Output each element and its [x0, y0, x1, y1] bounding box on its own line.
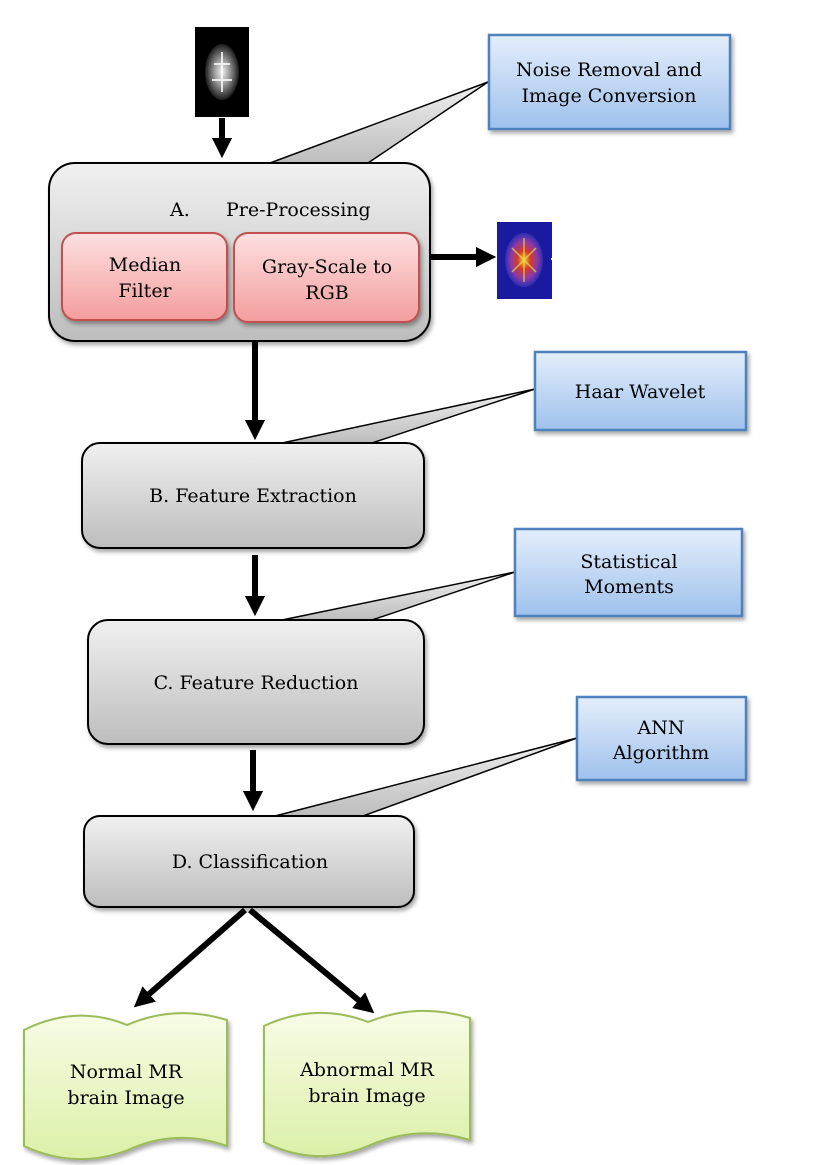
normal-line2: brain Image [67, 1087, 184, 1109]
abnormal-line2: brain Image [308, 1085, 425, 1107]
gray-line2: RGB [305, 282, 348, 304]
normal-line1: Normal MR [70, 1061, 183, 1083]
stage-feature-reduction: C. Feature Reduction [87, 619, 425, 745]
input-brain-image [192, 27, 249, 117]
callout-haar-wavelet: Haar Wavelet [533, 350, 748, 432]
stage-feature-extraction: B. Feature Extraction [81, 442, 425, 549]
callout-noise-removal: Noise Removal and Image Conversion [487, 33, 732, 131]
arrow-to-abnormal [248, 907, 375, 1014]
stage-classification: D. Classification [83, 815, 415, 908]
flow-arrows [133, 118, 497, 1014]
classification-label: D. Classification [172, 851, 328, 873]
median-line2: Filter [118, 280, 172, 302]
ann-line1: ANN [637, 717, 685, 739]
preprocessing-letter: A. [169, 199, 190, 221]
median-line1: Median [109, 254, 182, 276]
median-filter-box: Median Filter [61, 232, 228, 321]
noise-line2: Image Conversion [521, 85, 696, 107]
haar-line1: Haar Wavelet [575, 381, 706, 403]
gray-line1: Gray-Scale to [262, 256, 392, 278]
callout-ann-algorithm: ANN Algorithm [575, 695, 748, 782]
grayscale-to-rgb-box: Gray-Scale to RGB [233, 232, 420, 323]
output-abnormal-doc: Abnormal MR brain Image [263, 1009, 471, 1158]
tail-haar [281, 388, 536, 444]
stat-line2: Moments [584, 576, 674, 598]
ann-line2: Algorithm [612, 742, 709, 764]
feature-reduction-label: C. Feature Reduction [154, 672, 359, 694]
abnormal-line1: Abnormal MR [299, 1059, 435, 1081]
feature-extraction-label: B. Feature Extraction [149, 485, 357, 507]
tail-ann [274, 737, 578, 817]
arrow-to-normal [133, 907, 247, 1008]
tail-noise [269, 81, 489, 164]
output-normal-doc: Normal MR brain Image [23, 1012, 228, 1161]
callout-statistical-moments: Statistical Moments [513, 527, 744, 618]
noise-line1: Noise Removal and [516, 59, 702, 81]
stat-line1: Statistical [580, 551, 677, 573]
rgb-brain-image [497, 222, 554, 299]
tail-stat [281, 571, 516, 621]
preprocessing-title: Pre-Processing [226, 199, 371, 221]
